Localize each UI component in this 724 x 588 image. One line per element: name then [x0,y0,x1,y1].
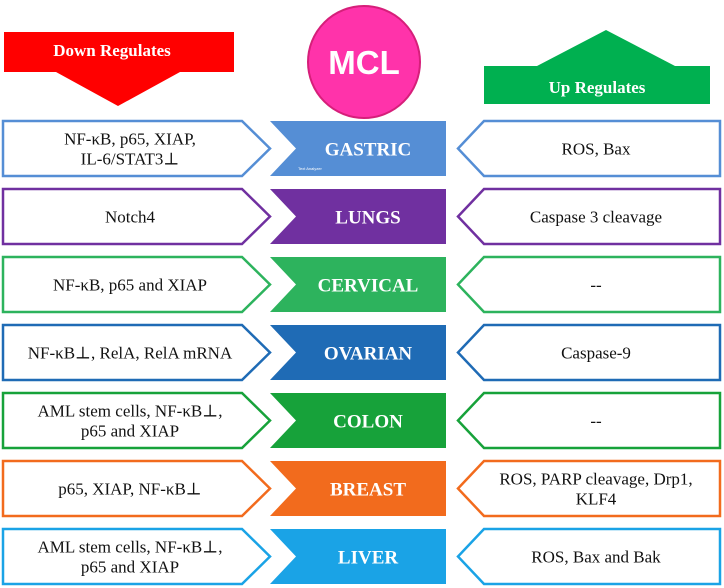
row-cervical: CERVICAL NF-κB, p65 and XIAP -- [1,255,722,314]
mcl-circle [307,5,421,119]
cancer-type-label: COLON [333,412,403,433]
row-lungs: LUNGS Notch4 Caspase 3 cleavage [1,187,722,246]
down-box [1,527,272,586]
up-box [456,119,722,178]
row-colon: COLON AML stem cells, NF-κB⊥,p65 and XIAP… [1,391,722,450]
down-regulated-text: AML stem cells, NF-κB⊥, [38,538,223,557]
up-box [456,459,722,518]
down-box [1,323,272,382]
up-box [456,527,722,586]
cancer-type-label: LIVER [338,548,398,569]
up-regulated-text: ROS, Bax [562,140,631,159]
down-regulated-text: Notch4 [105,208,156,227]
up-arrow-icon [484,30,710,104]
row-liver: LIVER AML stem cells, NF-κB⊥,p65 and XIAP… [1,527,722,586]
down-regulated-text: IL-6/STAT3⊥ [81,150,180,169]
cancer-type-label: CERVICAL [318,276,419,297]
up-regulated-text: KLF4 [576,490,617,509]
fine-print: Text Analyzer [298,166,322,171]
down-arrow-icon [4,32,234,106]
down-box [1,391,272,450]
cancer-type-block [270,529,446,584]
up-regulated-text: -- [590,276,602,295]
cancer-type-label: BREAST [330,480,406,501]
down-box [1,187,272,246]
up-box [456,391,722,450]
up-regulates-header: Up Regulates [484,30,710,104]
row-breast: BREAST p65, XIAP, NF-κB⊥ ROS, PARP cleavag… [1,459,722,518]
row-ovarian: OVARIAN NF-κB⊥, RelA, RelA mRNA Caspase-9 [1,323,722,382]
down-regulates-label: Down Regulates [53,41,171,60]
mcl-center-node: MCL [307,5,421,119]
up-regulates-label: Up Regulates [549,78,646,97]
mcl-label: MCL [328,44,399,81]
up-regulated-text: -- [590,412,602,431]
cancer-type-block [270,461,446,516]
up-box [456,323,722,382]
down-box [1,119,272,178]
down-regulated-text: NF-κB, p65, XIAP, [64,130,196,149]
cancer-type-block [270,189,446,244]
up-box [456,255,722,314]
cancer-type-block [270,121,446,176]
up-box [456,187,722,246]
cancer-type-label: OVARIAN [324,344,413,365]
down-regulated-text: p65, XIAP, NF-κB⊥ [58,480,202,499]
cancer-type-label: GASTRIC [325,140,412,161]
down-regulated-text: NF-κB⊥, RelA, RelA mRNA [28,344,233,363]
down-regulated-text: AML stem cells, NF-κB⊥, [38,402,223,421]
cancer-type-block [270,257,446,312]
up-regulated-text: ROS, Bax and Bak [531,548,661,567]
down-regulated-text: p65 and XIAP [81,422,179,441]
down-regulates-header: Down Regulates [4,32,234,106]
down-regulated-text: NF-κB, p65 and XIAP [53,276,207,295]
down-box [1,255,272,314]
up-regulated-text: ROS, PARP cleavage, Drp1, [499,470,692,489]
cancer-type-label: LUNGS [335,208,400,229]
down-regulated-text: p65 and XIAP [81,558,179,577]
cancer-type-block [270,393,446,448]
cancer-type-block [270,325,446,380]
down-box [1,459,272,518]
up-regulated-text: Caspase-9 [561,344,631,363]
up-regulated-text: Caspase 3 cleavage [530,208,662,227]
